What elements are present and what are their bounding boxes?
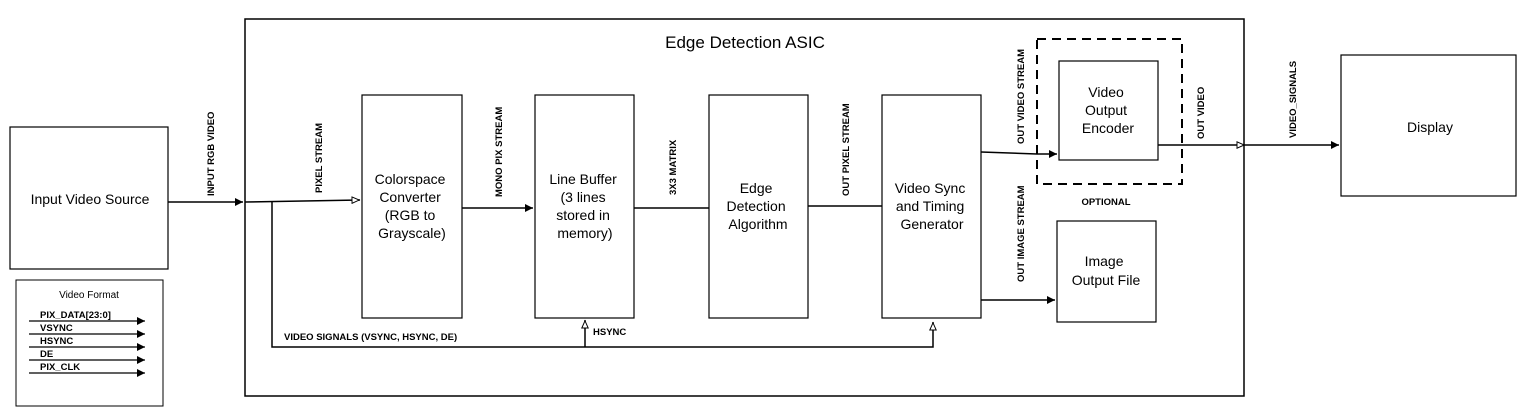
- out-video-stream-label: OUT VIDEO STREAM: [1016, 49, 1027, 144]
- legend-item-de: DE: [40, 349, 53, 360]
- colorspace-converter-label: Colorspace Converter (RGB to Grayscale): [375, 171, 450, 241]
- asic-boundary: [244, 18, 1245, 397]
- legend-item-hsync: HSYNC: [40, 336, 73, 347]
- image-output-file-label: Image Output File: [1072, 253, 1141, 288]
- video-output-encoder-block: [1058, 60, 1159, 161]
- mono-pix-stream-label: MONO PIX STREAM: [494, 107, 505, 197]
- video-signals-bus: [271, 202, 937, 348]
- legend-item-vsync: VSYNC: [40, 323, 73, 334]
- image-output-file-block: [1056, 220, 1157, 323]
- input-video-source-label: Input Video Source: [31, 191, 150, 207]
- line-buffer-block: [534, 94, 635, 319]
- legend-item-pix-clk: PIX_CLK: [40, 362, 80, 373]
- pixel-stream-wire: [244, 196, 361, 205]
- display-label: Display: [1407, 119, 1453, 135]
- video-output-encoder-label: Video Output Encoder: [1082, 84, 1134, 136]
- input-video-source-block: [9, 126, 169, 270]
- input-rgb-video-label: INPUT RGB VIDEO: [206, 112, 217, 196]
- edge-detection-algorithm-block: [708, 94, 809, 319]
- pixel-stream-label: PIXEL STREAM: [314, 123, 325, 193]
- hsync-label: HSYNC: [593, 327, 626, 338]
- video-signals-bus-label: VIDEO SIGNALS (VSYNC, HSYNC, DE): [284, 332, 457, 343]
- out-image-stream-label: OUT IMAGE STREAM: [1016, 185, 1027, 282]
- edge-detection-algorithm-label: Edge Detection Algorithm: [726, 180, 789, 232]
- video-sync-timing-label: Video Sync and Timing Generator: [895, 180, 969, 232]
- line-buffer-label: Line Buffer (3 lines stored in memory): [549, 171, 620, 241]
- optional-region: [1036, 38, 1183, 185]
- out-video-stream-wire: [980, 150, 1057, 158]
- signal-wires: [168, 141, 1339, 348]
- matrix-label: 3X3 MATRIX: [668, 139, 679, 195]
- out-video-label: OUT VIDEO: [1196, 87, 1207, 139]
- colorspace-converter-block: [361, 94, 463, 319]
- video-signals-out-label: VIDEO_SIGNALS: [1288, 61, 1299, 138]
- video-sync-timing-block: [881, 94, 982, 319]
- out-pixel-stream-label: OUT PIXEL STREAM: [841, 103, 852, 196]
- legend-title: Video Format: [59, 290, 119, 301]
- video-format-legend: Video Format PIX_DATA[23:0] VSYNC HSYNC …: [15, 279, 164, 407]
- legend-item-pix-data: PIX_DATA[23:0]: [40, 310, 111, 321]
- asic-title: Edge Detection ASIC: [665, 33, 825, 52]
- display-block: [1340, 54, 1517, 197]
- optional-label: OPTIONAL: [1081, 197, 1130, 208]
